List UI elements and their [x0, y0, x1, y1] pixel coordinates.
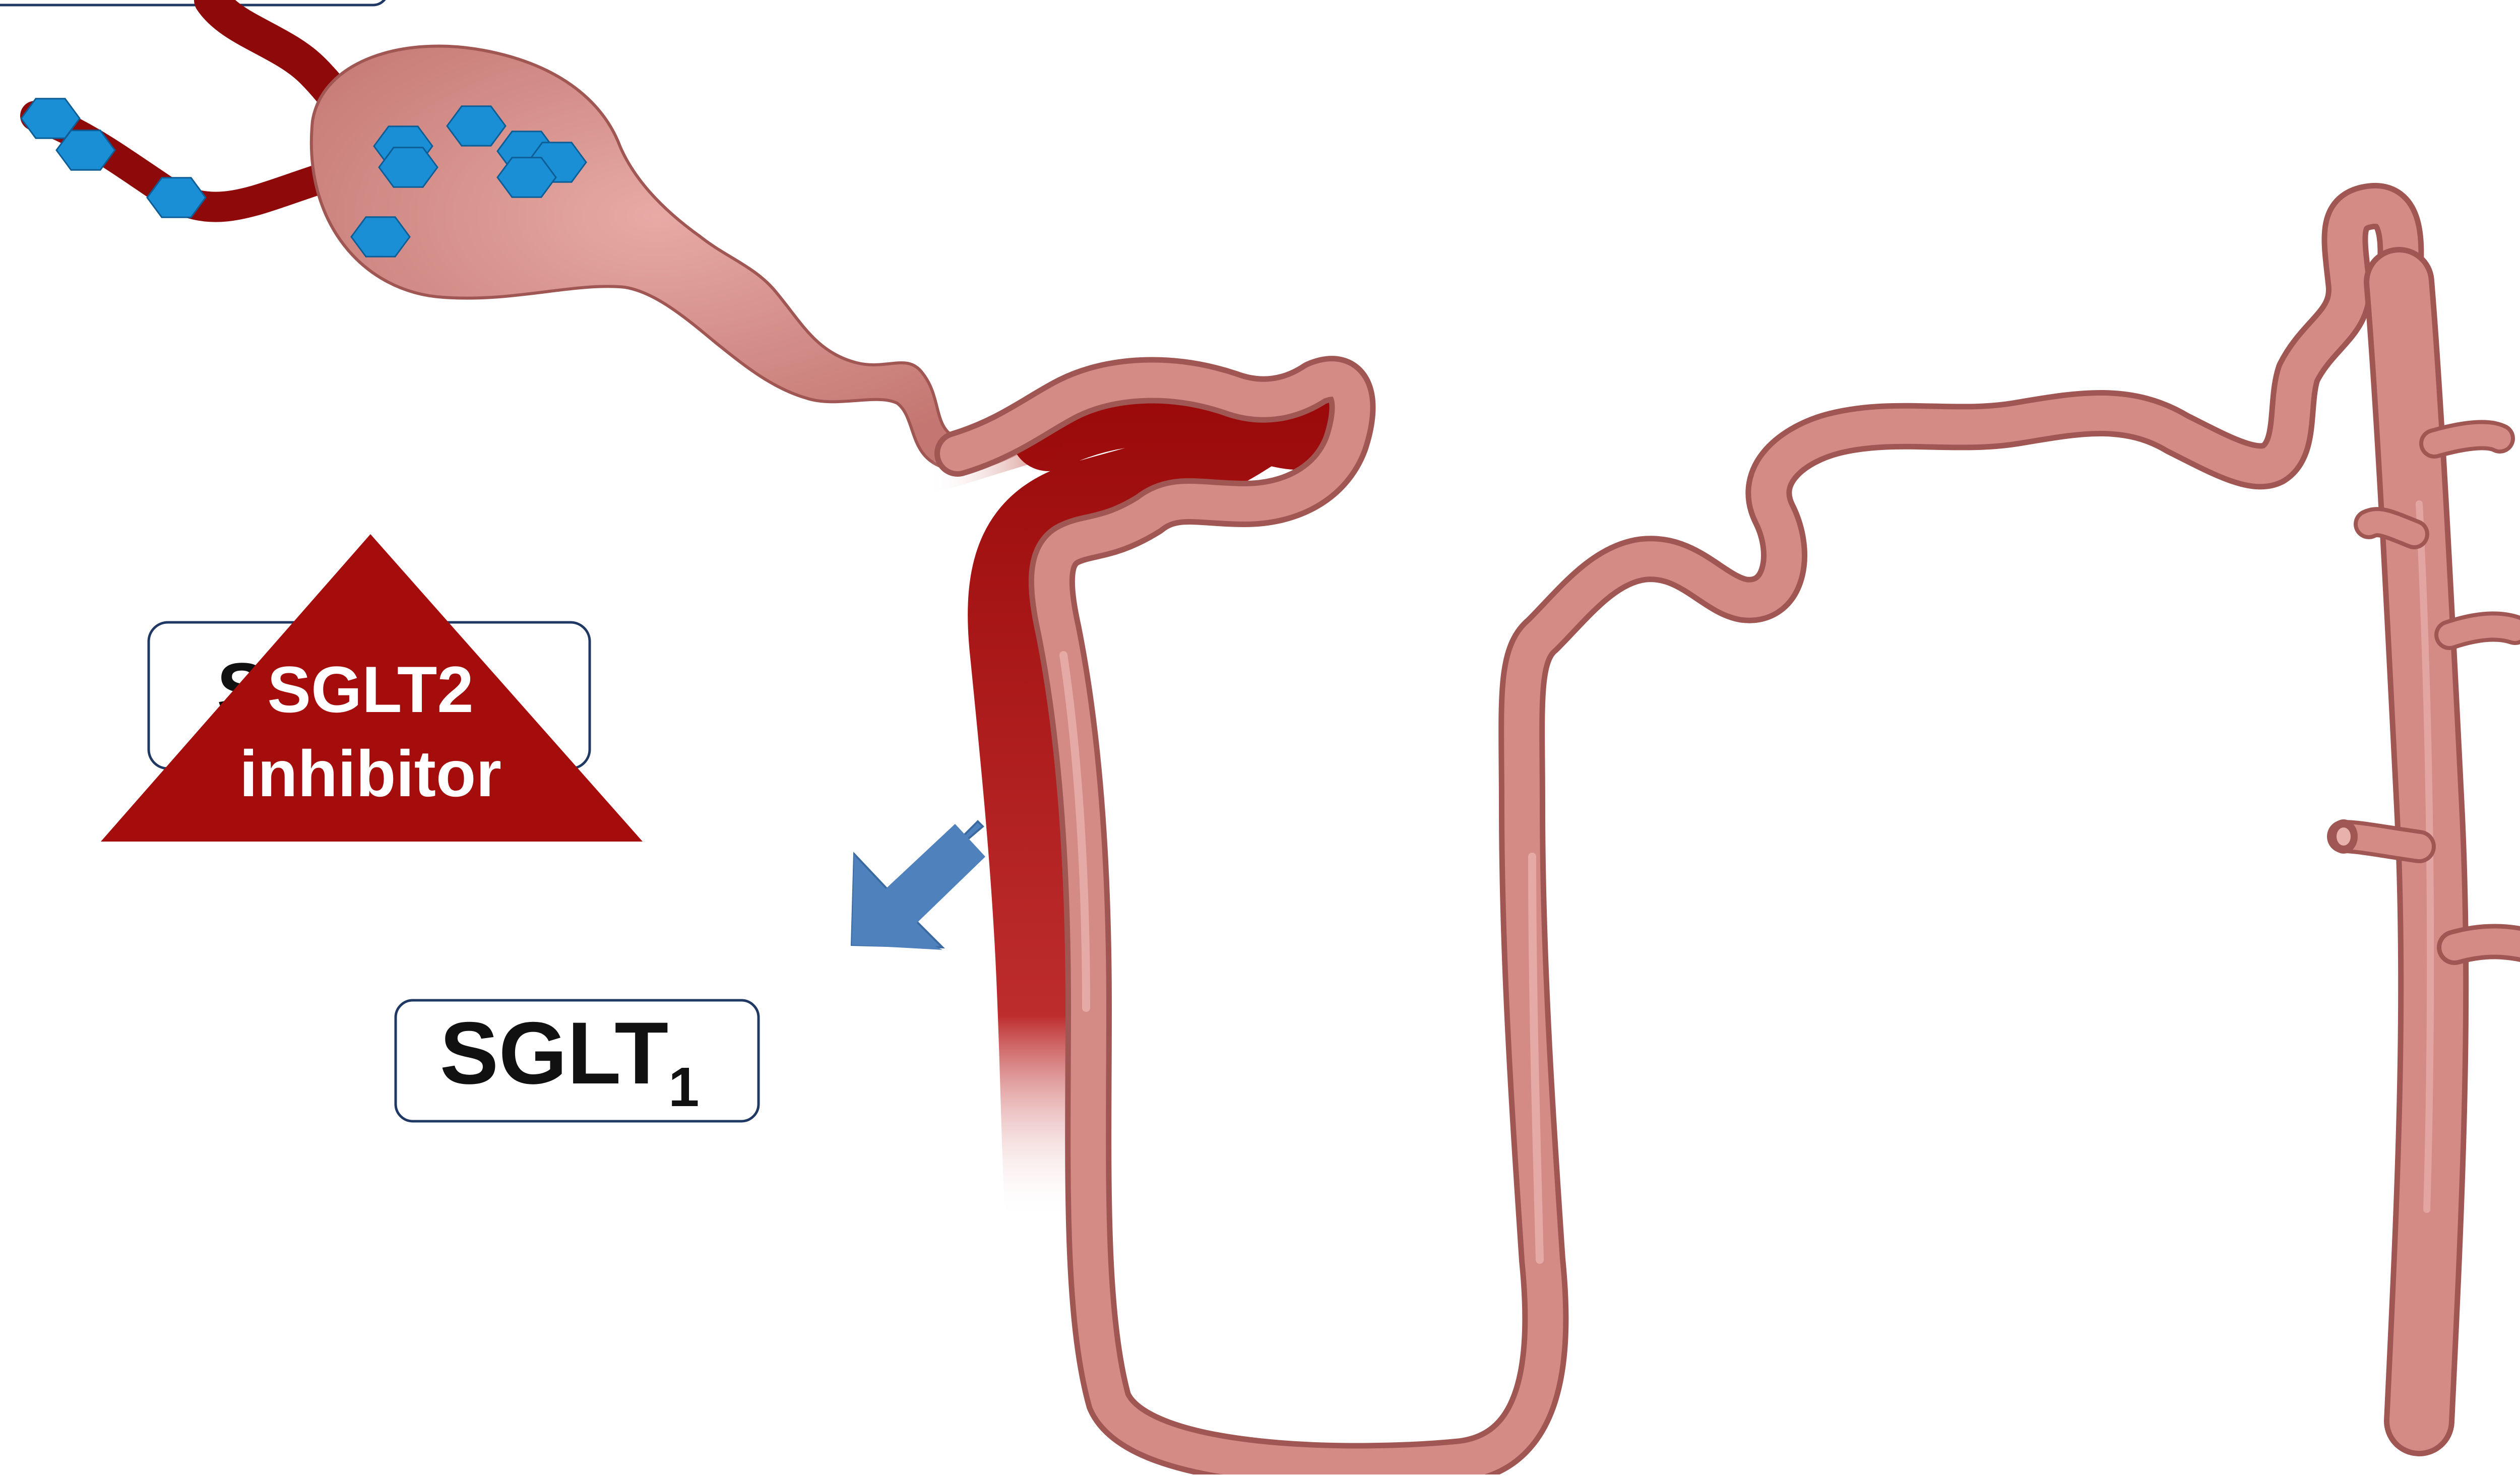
- top-label-box: [0, 0, 388, 5]
- inhibitor-label-line1: SGLT2: [267, 653, 473, 726]
- collecting-duct: [2329, 282, 2520, 1421]
- sglt1-subscript: 1: [668, 1056, 699, 1118]
- sglt1-label-text: SGLT1: [440, 1004, 700, 1118]
- loop-of-henle-fill: [958, 206, 2401, 1466]
- inhibitor-label-line2: inhibitor: [239, 737, 501, 810]
- bowmans-capsule: [311, 46, 1079, 470]
- sglt1-label: SGLT1: [396, 1000, 759, 1121]
- sglt2-label-group: SGLT2 SGLT2 inhibitor: [101, 534, 643, 842]
- loop-highlight: [1063, 655, 1540, 1260]
- sglt1-main: SGLT: [440, 1004, 669, 1103]
